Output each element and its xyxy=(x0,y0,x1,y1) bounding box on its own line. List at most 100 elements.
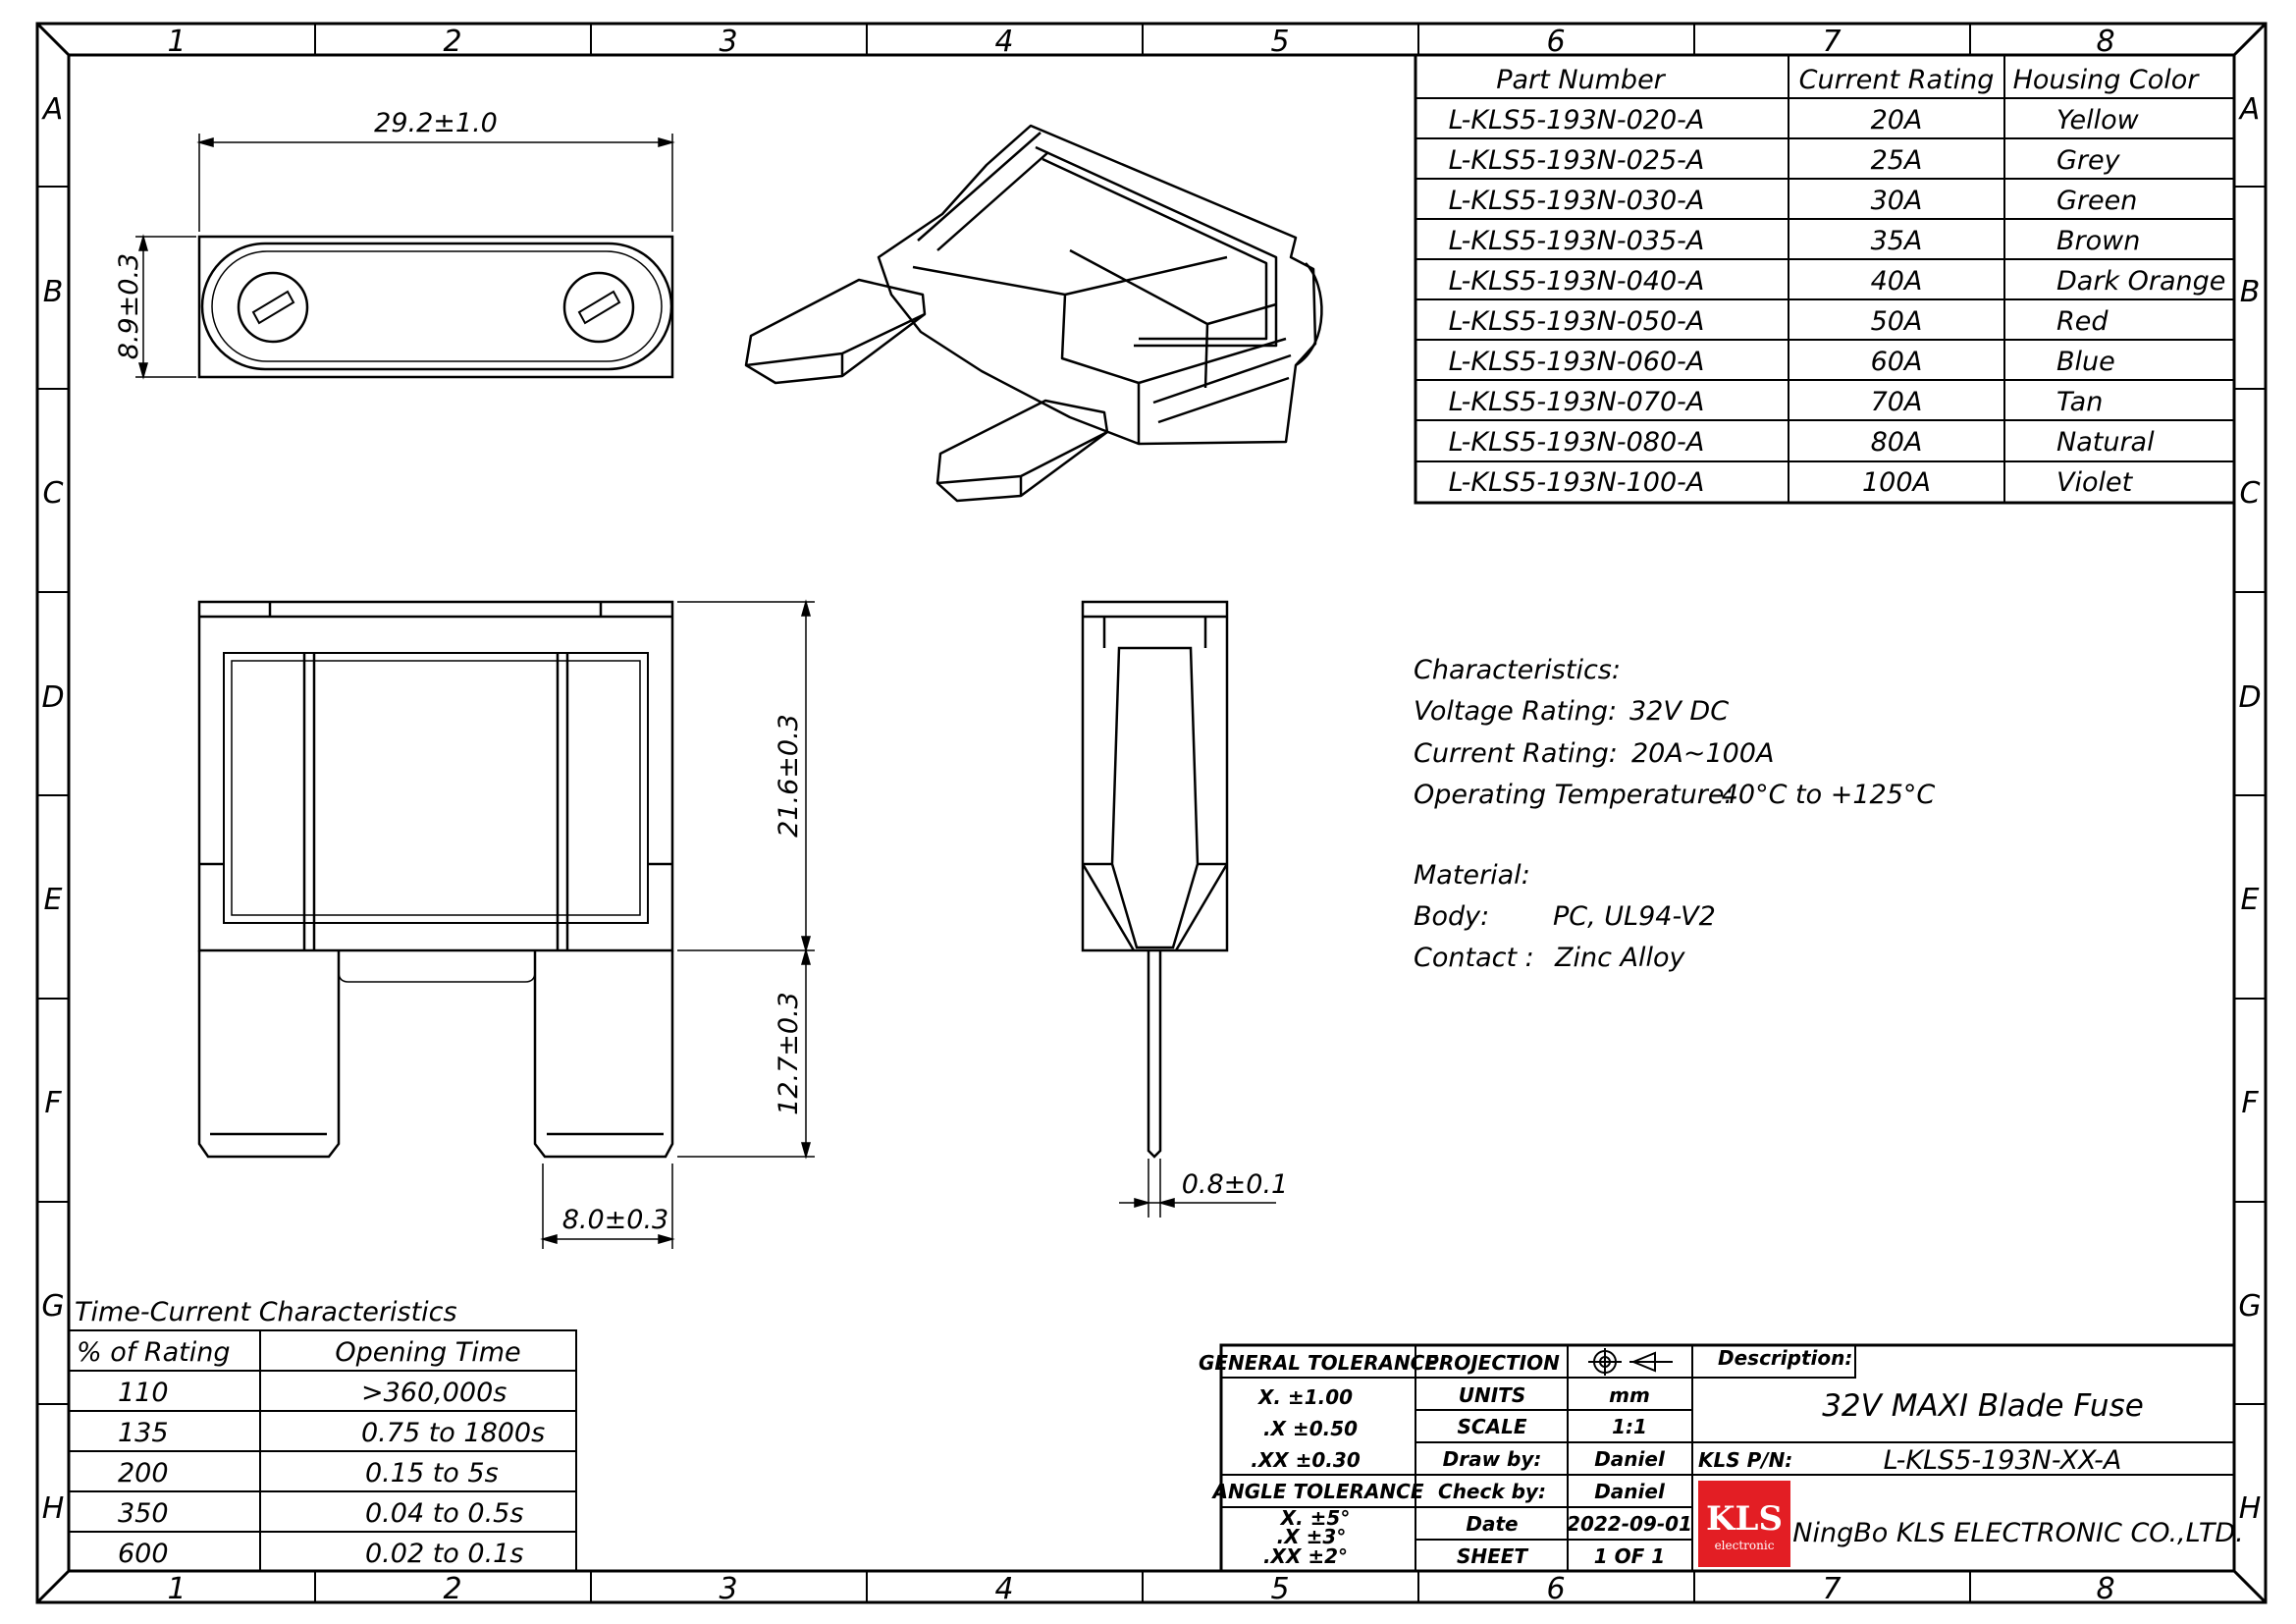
front-blade-right xyxy=(533,950,674,1159)
sheet-value: 1 OF 1 xyxy=(1594,1544,1665,1568)
projection-label: PROJECTION xyxy=(1424,1351,1560,1375)
part-table-header: Part Number xyxy=(1496,65,1666,95)
sheet-label: SHEET xyxy=(1457,1544,1528,1568)
dimension-thickness xyxy=(135,234,196,380)
time-current-header: % of Rating xyxy=(77,1337,231,1368)
row-label-right: A xyxy=(2238,92,2261,127)
dim-thickness-label: 8.9±0.3 xyxy=(114,253,144,360)
col-label-bottom: 6 xyxy=(1546,1572,1565,1606)
kls-pn-value: L-KLS5-193N-XX-A xyxy=(1884,1445,2122,1476)
dim-blade-thickness-label: 0.8±0.1 xyxy=(1182,1169,1289,1200)
drawing-frame xyxy=(35,22,2268,1604)
characteristics-heading: Characteristics: xyxy=(1414,655,1621,685)
kls-logo-subtext: electronic xyxy=(1715,1539,1775,1552)
front-view xyxy=(197,600,674,1159)
row-label-right: E xyxy=(2241,883,2260,917)
current-rating-cell: 35A xyxy=(1871,226,1923,256)
dim-body-height-label: 21.6±0.3 xyxy=(774,714,804,838)
dim-blade-width-label: 8.0±0.3 xyxy=(562,1205,669,1235)
check-by-label: Check by: xyxy=(1438,1480,1546,1503)
housing-color-cell: Natural xyxy=(2056,427,2155,458)
units-value: mm xyxy=(1609,1383,1650,1407)
housing-color-cell: Dark Orange xyxy=(2056,266,2225,297)
part-number-cell: L-KLS5-193N-050-A xyxy=(1449,306,1705,337)
part-number-cell: L-KLS5-193N-060-A xyxy=(1449,347,1705,377)
dimension-blade-width xyxy=(540,1164,675,1249)
row-label-left: A xyxy=(41,92,64,127)
current-rating-cell: 70A xyxy=(1871,387,1923,417)
current-rating-cell: 80A xyxy=(1871,427,1923,458)
part-number-cell: L-KLS5-193N-080-A xyxy=(1449,427,1705,458)
current-rating-cell: 50A xyxy=(1871,306,1923,337)
row-label-left: D xyxy=(41,680,64,715)
col-label-bottom: 1 xyxy=(167,1572,186,1606)
kls-pn-label: KLS P/N: xyxy=(1698,1448,1792,1472)
col-label-top: 4 xyxy=(994,25,1013,59)
col-label-top: 7 xyxy=(1822,25,1841,59)
current-rating-cell: 25A xyxy=(1871,145,1923,176)
col-label-top: 6 xyxy=(1546,25,1565,59)
dimension-blade-thickness xyxy=(1119,1159,1276,1218)
description-value: 32V MAXI Blade Fuse xyxy=(1822,1388,2144,1424)
col-label-bottom: 5 xyxy=(1270,1572,1289,1606)
row-label-right: B xyxy=(2240,275,2261,309)
housing-color-cell: Brown xyxy=(2056,226,2140,256)
col-label-bottom: 7 xyxy=(1822,1572,1841,1606)
current-rating-cell: 60A xyxy=(1871,347,1923,377)
opening-time-cell: 0.75 to 1800s xyxy=(361,1418,545,1448)
row-label-right: H xyxy=(2239,1491,2262,1526)
col-label-top: 2 xyxy=(443,25,461,59)
units-label: UNITS xyxy=(1459,1383,1525,1407)
current-rating-cell: 30A xyxy=(1871,186,1923,216)
part-number-table-text: Part Number Current Rating Housing Color… xyxy=(1449,65,2226,498)
col-label-top: 3 xyxy=(719,25,737,59)
angle-tolerance-x2: .XX ±2° xyxy=(1263,1544,1348,1568)
front-blade-left xyxy=(197,950,341,1159)
tolerance-x2: .XX ±0.30 xyxy=(1251,1448,1361,1472)
housing-color-cell: Green xyxy=(2056,186,2137,216)
current-rating-value: 20A~100A xyxy=(1631,738,1774,769)
row-label-left: H xyxy=(42,1491,65,1526)
percent-rating-cell: 135 xyxy=(118,1418,169,1448)
frame-column-ticks xyxy=(37,24,2266,1602)
col-label-bottom: 8 xyxy=(2096,1572,2114,1606)
part-number-cell: L-KLS5-193N-100-A xyxy=(1449,467,1705,498)
row-label-right: C xyxy=(2240,476,2261,511)
percent-rating-cell: 600 xyxy=(118,1539,169,1569)
dimension-width xyxy=(196,134,675,232)
part-table-header: Current Rating xyxy=(1799,65,1995,95)
current-rating-cell: 20A xyxy=(1871,105,1923,135)
isometric-blade-left xyxy=(744,278,927,385)
row-label-left: B xyxy=(43,275,64,309)
percent-rating-cell: 350 xyxy=(118,1498,169,1529)
draw-by-label: Draw by: xyxy=(1443,1447,1542,1471)
part-number-cell: L-KLS5-193N-020-A xyxy=(1449,105,1705,135)
voltage-rating-label: Voltage Rating: xyxy=(1414,696,1617,727)
row-label-right: G xyxy=(2238,1289,2261,1324)
scale-value: 1:1 xyxy=(1612,1415,1647,1438)
side-view xyxy=(1081,600,1229,1159)
description-label: Description: xyxy=(1718,1346,1852,1370)
kls-logo-text: KLS xyxy=(1706,1499,1783,1539)
operating-temp-value: -40°C to +125°C xyxy=(1712,780,1935,810)
operating-temp-label: Operating Temperature: xyxy=(1414,780,1734,810)
row-label-left: E xyxy=(44,883,63,917)
opening-time-cell: >360,000s xyxy=(361,1378,507,1408)
side-blade xyxy=(1147,950,1162,1159)
percent-rating-cell: 110 xyxy=(118,1378,169,1408)
opening-time-cell: 0.04 to 0.5s xyxy=(365,1498,523,1529)
title-block-text: GENERAL TOLERANCE X. ±1.00 .X ±0.50 .XX … xyxy=(1199,1346,2244,1568)
row-label-right: F xyxy=(2241,1086,2259,1120)
col-label-bottom: 3 xyxy=(719,1572,737,1606)
row-label-left: G xyxy=(41,1289,64,1324)
material-heading: Material: xyxy=(1414,860,1530,891)
col-label-bottom: 2 xyxy=(443,1572,461,1606)
part-number-table xyxy=(1414,53,2236,505)
part-number-cell: L-KLS5-193N-030-A xyxy=(1449,186,1705,216)
row-label-left: C xyxy=(43,476,64,511)
frame-labels: 1 2 3 4 5 6 7 8 1 2 3 4 5 6 7 8 A B C D … xyxy=(41,25,2262,1606)
body-material-value: PC, UL94-V2 xyxy=(1553,901,1716,932)
kls-logo: KLS electronic xyxy=(1698,1481,1790,1567)
title-block xyxy=(1219,1343,2236,1573)
